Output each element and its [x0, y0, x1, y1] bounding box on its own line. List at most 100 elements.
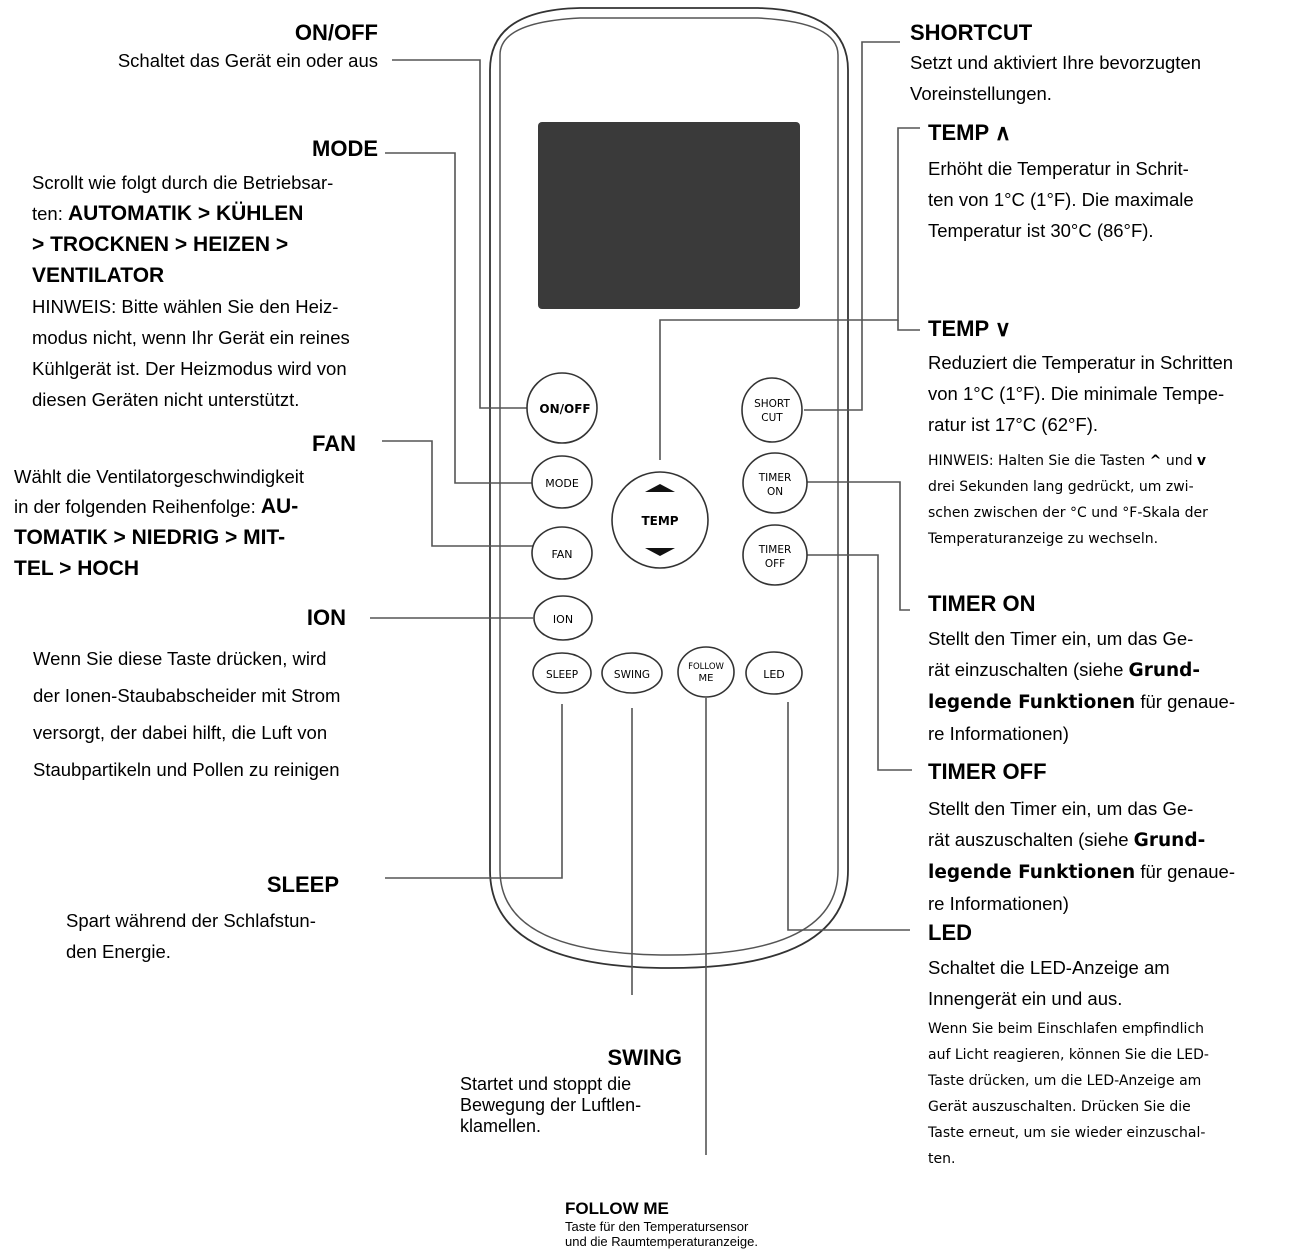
timer-on-button[interactable]	[742, 452, 808, 514]
timer-off-line-3a: legende Funktionen	[928, 862, 1136, 883]
mode-desc-line-2: ten: AUTOMATIK > KÜHLEN	[32, 198, 402, 229]
temp-note-line-1: HINWEIS: Halten Sie die Tasten ^ und v	[928, 448, 1288, 474]
timer-off-button-label-1: TIMER	[758, 544, 792, 556]
follow-me-block: Taste für den Temperatursensor und die R…	[565, 1219, 865, 1249]
shortcut-line-2: Voreinstellungen.	[910, 83, 1052, 104]
mode-seq-1: AUTOMATIK > KÜHLEN	[68, 202, 304, 225]
timer-on-line-2b: Grund-	[1128, 660, 1201, 681]
fan-seq-3: TEL > HOCH	[14, 557, 140, 580]
sleep-button-label: SLEEP	[546, 669, 578, 681]
mode-button-label: MODE	[545, 477, 579, 490]
onoff-button-label: ON/OFF	[539, 402, 590, 416]
mode-desc-prefix: ten:	[32, 203, 68, 224]
timer-on-line-2a: rät einzuschalten (siehe	[928, 659, 1129, 680]
temp-button[interactable]	[611, 471, 709, 569]
onoff-title: ON/OFF	[294, 20, 378, 45]
shortcut-line-1: Setzt und aktiviert Ihre bevorzugten	[910, 52, 1202, 73]
timer-on-button-label-2: ON	[767, 486, 783, 498]
follow-me-button[interactable]	[677, 646, 735, 698]
mode-seq-3: VENTILATOR	[32, 264, 165, 287]
swing-button[interactable]	[601, 652, 663, 694]
mode-desc-line-1: Scrollt wie folgt durch die Betriebsar-	[32, 172, 334, 193]
temp-note-block: HINWEIS: Halten Sie die Tasten ^ und v d…	[928, 448, 1288, 552]
led-button[interactable]	[745, 651, 803, 695]
ion-block: Wenn Sie diese Taste drücken, wird der I…	[33, 640, 403, 788]
swing-line-3: klamellen.	[460, 1116, 542, 1136]
fan-block: Wählt die Ventilatorgeschwindigkeit in d…	[14, 462, 394, 584]
fan-seq-1: AU-	[260, 495, 299, 518]
ion-line-2: der Ionen-Staubabscheider mit Strom	[33, 685, 341, 706]
timer-on-block: Stellt den Timer ein, um das Ge- rät ein…	[928, 623, 1288, 749]
mode-seq-2: > TROCKNEN > HEIZEN >	[32, 233, 289, 256]
timer-off-line-2a: rät auszuschalten (siehe	[928, 829, 1134, 850]
temp-down-block: Reduziert die Temperatur in Schritten vo…	[928, 347, 1293, 440]
temp-up-line-2: ten von 1°C (1°F). Die maximale	[928, 189, 1194, 210]
ion-button-label: ION	[553, 613, 573, 626]
sleep-line-1: Spart während der Schlafstun-	[66, 910, 316, 931]
follow-button-label-1: FOLLOW	[688, 662, 724, 672]
sleep-line-2: den Energie.	[66, 941, 171, 962]
timer-off-button[interactable]	[742, 524, 808, 586]
timer-on-line-1: Stellt den Timer ein, um das Ge-	[928, 628, 1194, 649]
ion-button[interactable]	[533, 595, 593, 641]
sleep-title: SLEEP	[266, 872, 339, 897]
timer-on-line-2: rät einzuschalten (siehe Grund-	[928, 654, 1288, 686]
fan-button[interactable]	[531, 526, 593, 580]
mode-button[interactable]	[531, 455, 593, 509]
temp-note-line-2: drei Sekunden lang gedrückt, um zwi-	[928, 479, 1194, 495]
swing-block: Startet und stoppt die Bewegung der Luft…	[460, 1074, 700, 1137]
temp-down-line-3: ratur ist 17°C (62°F).	[928, 414, 1099, 435]
temp-down-arrow-icon[interactable]	[645, 548, 675, 556]
onoff-button[interactable]	[526, 372, 598, 444]
ion-line-3: versorgt, der dabei hilft, die Luft von	[33, 722, 328, 743]
timer-off-line-3: legende Funktionen für genaue-	[928, 856, 1288, 888]
timer-off-line-4: re Informationen)	[928, 893, 1069, 914]
onoff-desc: Schaltet das Gerät ein oder aus	[117, 50, 378, 71]
temp-note-down: v	[1196, 453, 1207, 469]
timer-on-line-3a: legende Funktionen	[928, 692, 1136, 713]
swing-button-label: SWING	[614, 669, 650, 681]
fan-button-label: FAN	[551, 548, 572, 561]
led-note-block: Wenn Sie beim Einschlafen empfindlich au…	[928, 1016, 1290, 1172]
follow-me-title: FOLLOW ME	[565, 1199, 669, 1218]
swing-line-1: Startet und stoppt die	[460, 1074, 632, 1094]
led-line-1: Schaltet die LED-Anzeige am	[928, 957, 1170, 978]
mode-note-3: Kühlgerät ist. Der Heizmodus wird von	[32, 358, 347, 379]
fan-desc-1: Wählt die Ventilatorgeschwindigkeit	[14, 466, 304, 487]
shortcut-button[interactable]	[741, 377, 803, 443]
shortcut-button-label-2: CUT	[761, 412, 783, 424]
timer-off-block: Stellt den Timer ein, um das Ge- rät aus…	[928, 793, 1288, 919]
fan-desc-2: in der folgenden Reihenfolge: AU-	[14, 491, 394, 522]
ion-line-1: Wenn Sie diese Taste drücken, wird	[33, 648, 327, 669]
temp-up-arrow-icon[interactable]	[645, 484, 675, 492]
led-note-line-1: Wenn Sie beim Einschlafen empfindlich	[928, 1021, 1205, 1037]
timer-off-line-2b: Grund-	[1133, 830, 1206, 851]
led-note-line-2: auf Licht reagieren, können Sie die LED-	[928, 1047, 1209, 1063]
led-block: Schaltet die LED-Anzeige am Innengerät e…	[928, 952, 1288, 1014]
temp-down-line-2: von 1°C (1°F). Die minimale Tempe-	[928, 383, 1225, 404]
led-line-2: Innengerät ein und aus.	[928, 988, 1123, 1009]
timer-off-button-label-2: OFF	[765, 558, 785, 570]
shortcut-block: Setzt und aktiviert Ihre bevorzugten Vor…	[910, 47, 1290, 109]
sleep-button[interactable]	[532, 652, 592, 694]
mode-title: MODE	[312, 136, 378, 161]
temp-up-block: Erhöht die Temperatur in Schrit- ten von…	[928, 153, 1288, 246]
led-title: LED	[928, 920, 972, 945]
timer-off-title: TIMER OFF	[928, 759, 1047, 784]
timer-on-title: TIMER ON	[928, 591, 1036, 616]
follow-me-line-2: und die Raumtemperaturanzeige.	[565, 1234, 758, 1249]
temp-up-line-3: Temperatur ist 30°C (86°F).	[928, 220, 1154, 241]
temp-note-up: ^	[1149, 453, 1162, 469]
shortcut-button-label-1: SHORT	[754, 398, 790, 410]
mode-block: Scrollt wie folgt durch die Betriebsar- …	[32, 167, 402, 415]
timer-on-button-label-1: TIMER	[758, 472, 792, 484]
timer-off-line-3b: für genaue-	[1135, 861, 1235, 882]
fan-title: FAN	[312, 431, 356, 456]
led-note-line-6: ten.	[928, 1151, 956, 1167]
timer-on-line-4: re Informationen)	[928, 723, 1069, 744]
temp-up-title: TEMP ∧	[928, 120, 1011, 145]
timer-on-line-3b: für genaue-	[1135, 691, 1235, 712]
led-note-line-4: Gerät auszuschalten. Drücken Sie die	[928, 1099, 1191, 1115]
temp-up-line-1: Erhöht die Temperatur in Schrit-	[928, 158, 1189, 179]
